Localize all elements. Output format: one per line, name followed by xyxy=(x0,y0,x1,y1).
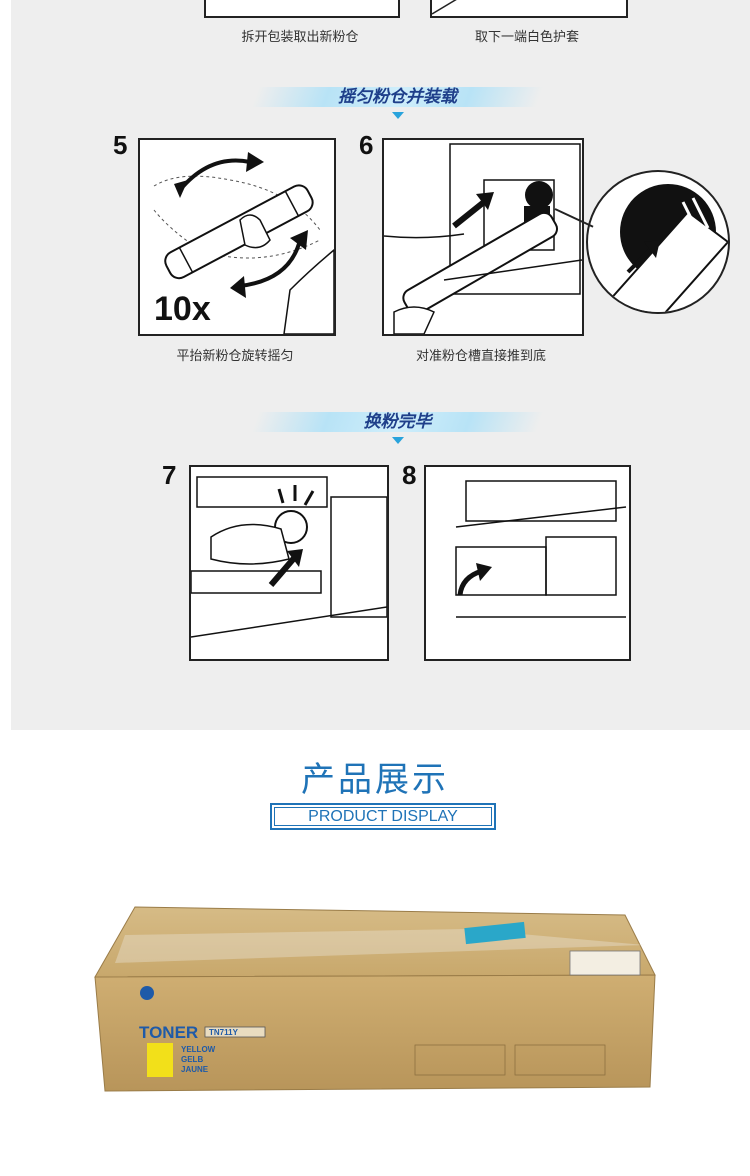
box-label-toner: TONER xyxy=(139,1023,199,1042)
box-color-line: GELB xyxy=(181,1055,204,1064)
step-3-caption: 拆开包装取出新粉仓 xyxy=(241,30,359,45)
step-4-caption: 取下一端白色护套 xyxy=(474,30,579,45)
box-model-label: TN711Y xyxy=(209,1028,238,1037)
section-title: 摇匀粉仓并装载 xyxy=(338,87,457,107)
section-title: 换粉完毕 xyxy=(363,412,432,432)
step-number: 5 xyxy=(113,130,128,160)
step-6-illustration xyxy=(382,138,584,336)
step-5-caption: 平抬新粉仓旋转摇匀 xyxy=(176,349,294,364)
banner-arrow-icon xyxy=(391,112,404,119)
section-banner-complete: 换粉完毕 xyxy=(251,408,544,444)
step-number: 8 xyxy=(402,460,417,490)
step-number: 7 xyxy=(162,460,177,490)
step-5-illustration: 10x xyxy=(138,138,336,336)
step-3-illustration xyxy=(204,0,400,18)
step-6-caption: 对准粉仓槽直接推到底 xyxy=(415,349,546,364)
section-banner-shake-load: 摇匀粉仓并装载 xyxy=(251,83,544,119)
box-color-line: YELLOW xyxy=(181,1045,216,1054)
step-7-illustration xyxy=(189,465,389,661)
banner-arrow-icon xyxy=(391,437,404,444)
step-4-illustration xyxy=(430,0,628,18)
step-6-zoom-detail xyxy=(586,170,730,314)
product-photo: TONER TN711Y YELLOW GELB JAUNE xyxy=(85,895,665,1095)
product-display-subtitle: PRODUCT DISPLAY xyxy=(270,803,496,830)
step-8-illustration xyxy=(424,465,631,661)
product-display-title: 产品展示 xyxy=(301,760,449,800)
box-color-line: JAUNE xyxy=(181,1065,209,1074)
shake-count-label: 10x xyxy=(154,290,211,328)
step-number: 6 xyxy=(359,130,374,160)
